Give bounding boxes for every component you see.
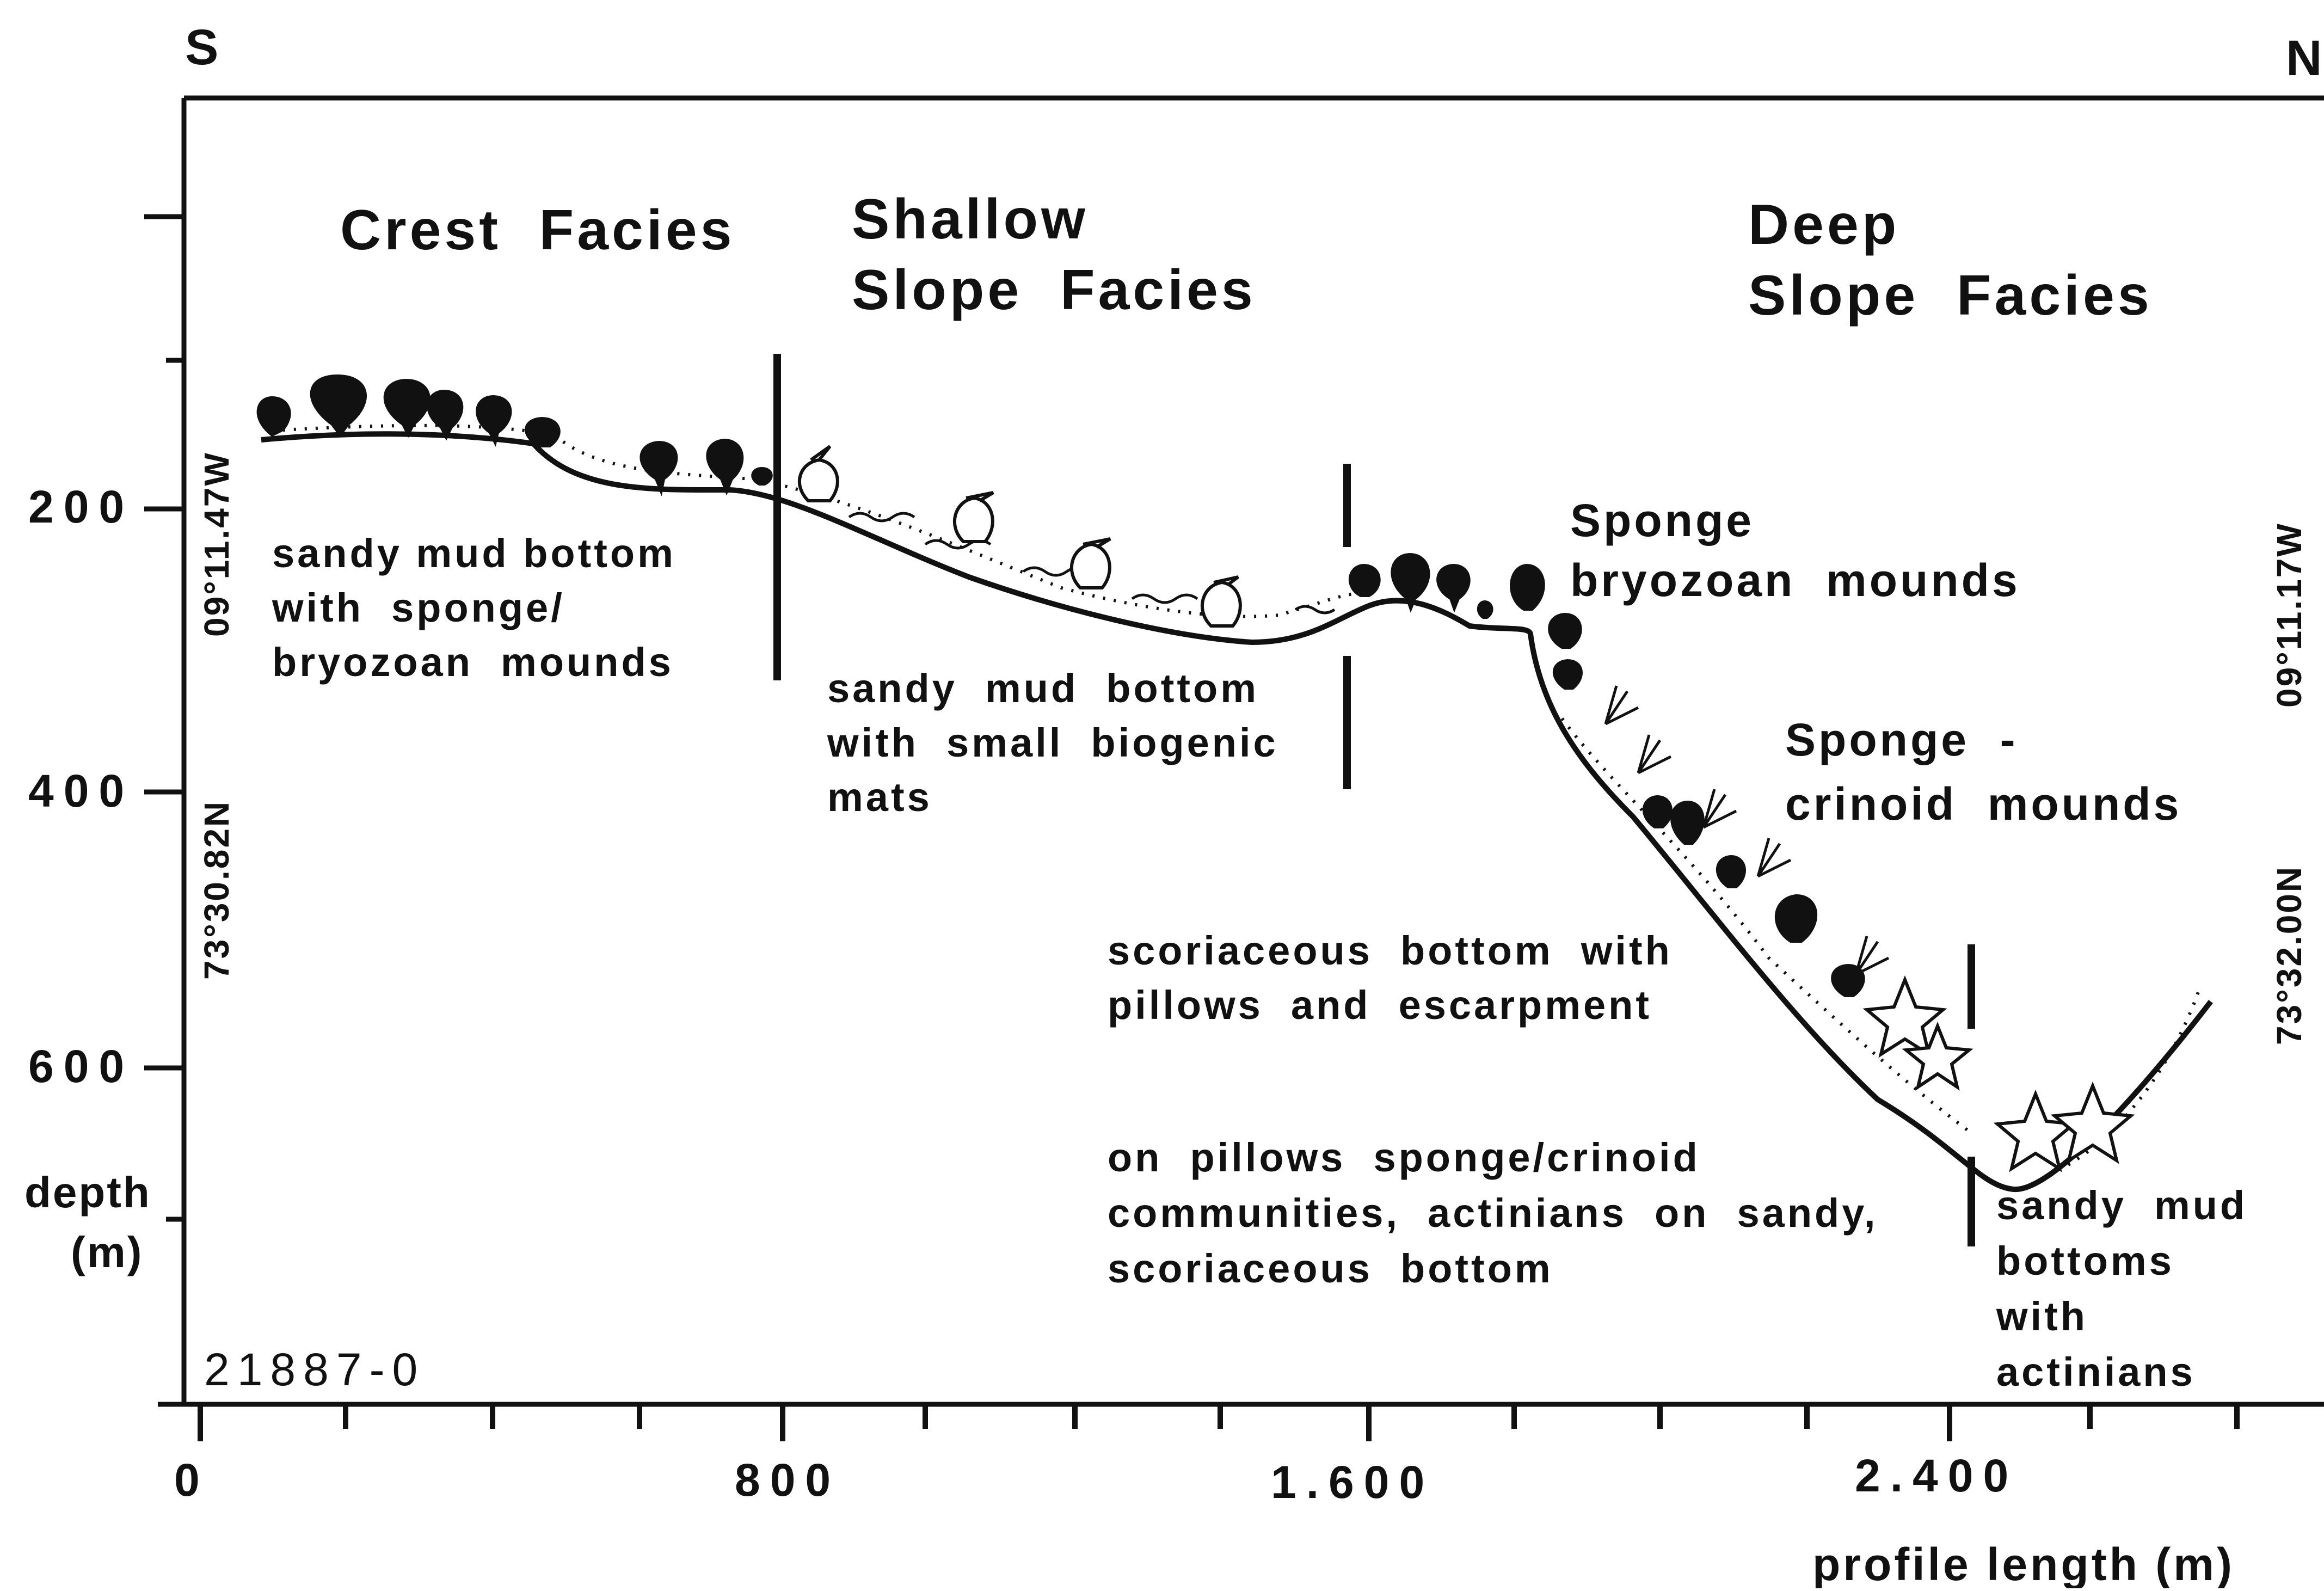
facies-boundaries: [773, 354, 1975, 1246]
x-axis-ticks: [198, 1404, 2240, 1441]
annotation-pillows: on pillows sponge/crinoid communities, a…: [1108, 1135, 1892, 1291]
annotation-sandy-mud-actinians: sandy mud bottoms with actinians: [1996, 1183, 2261, 1395]
facies-heading-shallow-slope: Shallow Slope Facies: [852, 188, 1256, 322]
y-axis-title-line2: (m): [71, 1228, 143, 1276]
annotation-sandy-mud-actinians-line3: with: [1996, 1294, 2088, 1339]
sample-id: 21887-0: [204, 1344, 425, 1395]
annotation-crest-bottom-line3: bryozoan mounds: [272, 640, 674, 685]
annotation-shallow-bottom-line2: with small biogenic: [827, 720, 1278, 765]
bryozoan-mounds: [797, 445, 1242, 628]
annotation-shallow-bottom-line1: sandy mud bottom: [827, 666, 1259, 711]
crinoids: [1604, 685, 1890, 976]
facies-heading-shallow-slope-line1: Shallow: [852, 188, 1089, 251]
y-axis-title-line1: depth: [24, 1168, 151, 1217]
sediment-stipple: [282, 423, 2200, 1166]
sponge-mounds: [256, 374, 1865, 997]
annotation-sponge-crinoid-line1: Sponge -: [1785, 714, 2018, 765]
x-tick-label-0: 0: [174, 1454, 210, 1506]
coordinate-left-bottom: 73°30.82N: [197, 800, 236, 980]
annotation-pillows-line3: scoriaceous bottom: [1108, 1246, 1553, 1291]
x-tick-label-1600: 1.600: [1271, 1457, 1434, 1508]
y-tick-label-200: 200: [28, 481, 134, 532]
y-axis-ticks: [144, 214, 184, 1222]
annotation-pillows-line2: communities, actinians on sandy,: [1108, 1190, 1878, 1236]
coordinate-right-top: 09°11.17W: [2270, 522, 2309, 708]
annotation-sandy-mud-actinians-line1: sandy mud: [1996, 1183, 2247, 1228]
facies-heading-shallow-slope-line2: Slope Facies: [852, 259, 1256, 322]
biogenic-mats: [848, 512, 1336, 615]
annotation-scoriaceous-line2: pillows and escarpment: [1108, 982, 1652, 1028]
actinians: [1862, 975, 2135, 1172]
compass-south-label: S: [185, 20, 218, 75]
y-tick-label-400: 400: [28, 765, 134, 816]
plot-frame: [158, 95, 2324, 1407]
coordinate-right-bottom: 73°32.00N: [2270, 865, 2309, 1045]
facies-heading-deep-slope: Deep Slope Facies: [1748, 193, 2153, 327]
annotation-sandy-mud-actinians-line4: actinians: [1996, 1349, 2196, 1395]
compass-north-label: N: [2286, 30, 2322, 86]
annotation-sponge-bryozoan: Sponge bryozoan mounds: [1570, 495, 2020, 606]
annotation-shallow-bottom-line3: mats: [827, 775, 932, 820]
y-tick-label-600: 600: [28, 1041, 134, 1092]
annotation-sponge-bryozoan-line2: bryozoan mounds: [1570, 555, 2020, 606]
facies-heading-crest-line: Crest Facies: [340, 199, 735, 262]
annotation-sponge-crinoid-line2: crinoid mounds: [1785, 778, 2181, 830]
facies-heading-deep-slope-line1: Deep: [1748, 193, 1899, 256]
annotation-pillows-line1: on pillows sponge/crinoid: [1108, 1135, 1700, 1180]
annotation-crest-bottom-line2: with sponge/: [272, 585, 565, 630]
annotation-sponge-crinoid: Sponge - crinoid mounds: [1785, 714, 2181, 830]
x-tick-label-800: 800: [735, 1454, 840, 1506]
coordinate-left-top: 09°11.47W: [197, 451, 236, 637]
annotation-scoriaceous-line1: scoriaceous bottom with: [1108, 928, 1673, 973]
x-tick-label-2400: 2.400: [1855, 1450, 2018, 1501]
annotation-sponge-bryozoan-line1: Sponge: [1570, 495, 1754, 546]
annotation-crest-bottom-line1: sandy mud bottom: [272, 531, 676, 576]
annotation-scoriaceous: scoriaceous bottom with pillows and esca…: [1108, 928, 1686, 1028]
x-axis-title: profile length (m): [1812, 1539, 2235, 1588]
annotation-sandy-mud-actinians-line2: bottoms: [1996, 1238, 2174, 1283]
facies-heading-crest: Crest Facies: [340, 199, 735, 262]
annotation-shallow-bottom: sandy mud bottom with small biogenic mat…: [827, 666, 1292, 820]
facies-heading-deep-slope-line2: Slope Facies: [1748, 264, 2153, 327]
annotation-crest-bottom: sandy mud bottom with sponge/ bryozoan m…: [272, 531, 690, 685]
